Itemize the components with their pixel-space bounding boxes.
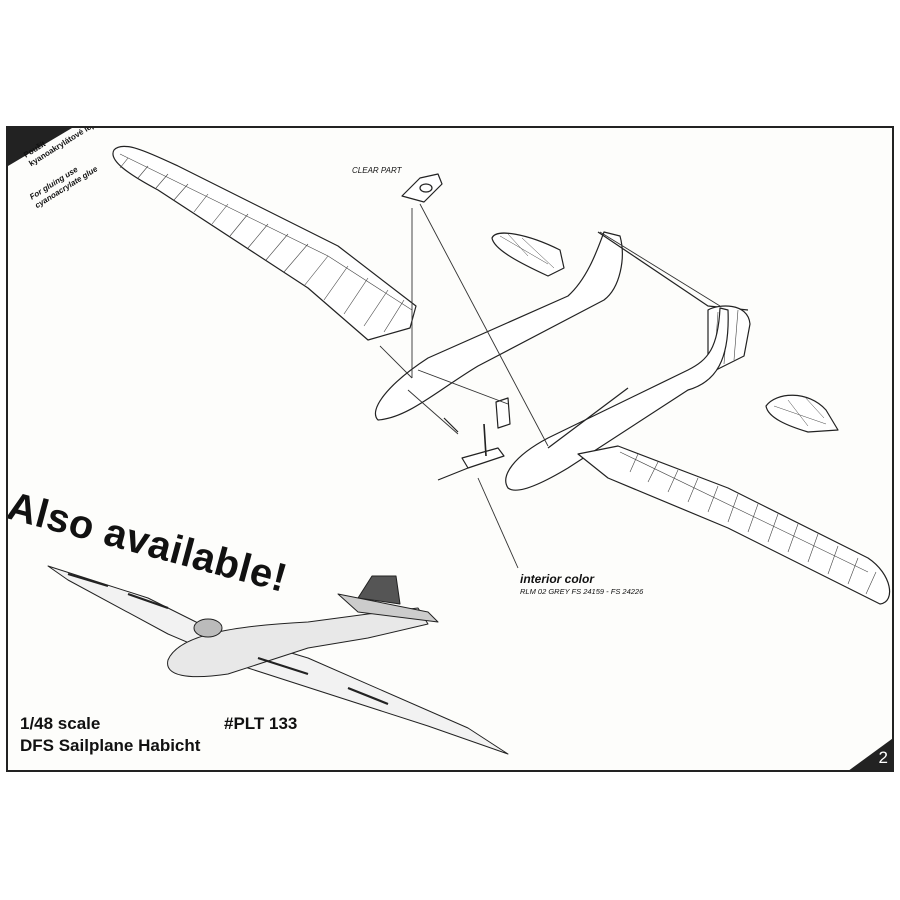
right-wing-ribs <box>619 451 877 595</box>
page-number-triangle <box>849 738 892 770</box>
small-rod <box>443 417 459 433</box>
stick-part <box>483 423 487 457</box>
tailplane-left <box>491 232 565 277</box>
promo-model-name: DFS Sailplane Habicht <box>20 736 201 755</box>
interior-color-title: interior color <box>520 572 595 586</box>
assembly-drawing <box>8 128 892 770</box>
right-wing <box>577 445 891 605</box>
left-fuselage-half <box>505 307 729 491</box>
right-fuselage-half <box>374 231 623 421</box>
interior-color-code: RLM 02 GREY FS 24159 - FS 24226 <box>520 587 644 596</box>
seat-part <box>461 447 505 469</box>
skid-part <box>437 467 469 481</box>
canopy-part <box>401 173 443 203</box>
tailplane-right <box>765 394 839 433</box>
clear-part-label: CLEAR PART <box>352 166 402 175</box>
left-wing <box>112 145 417 341</box>
promo-scale: 1/48 scale <box>20 714 101 733</box>
promo-kit-number: #PLT 133 <box>224 714 298 733</box>
instrument-panel <box>495 397 511 429</box>
left-wing-ribs <box>119 153 413 333</box>
page-number: 2 <box>878 748 888 767</box>
promo-glider-illustration <box>47 565 509 755</box>
instruction-sheet: Použít kyanoakrylátové lepidlo For gluin… <box>6 126 894 772</box>
glue-corner-triangle <box>8 128 72 166</box>
